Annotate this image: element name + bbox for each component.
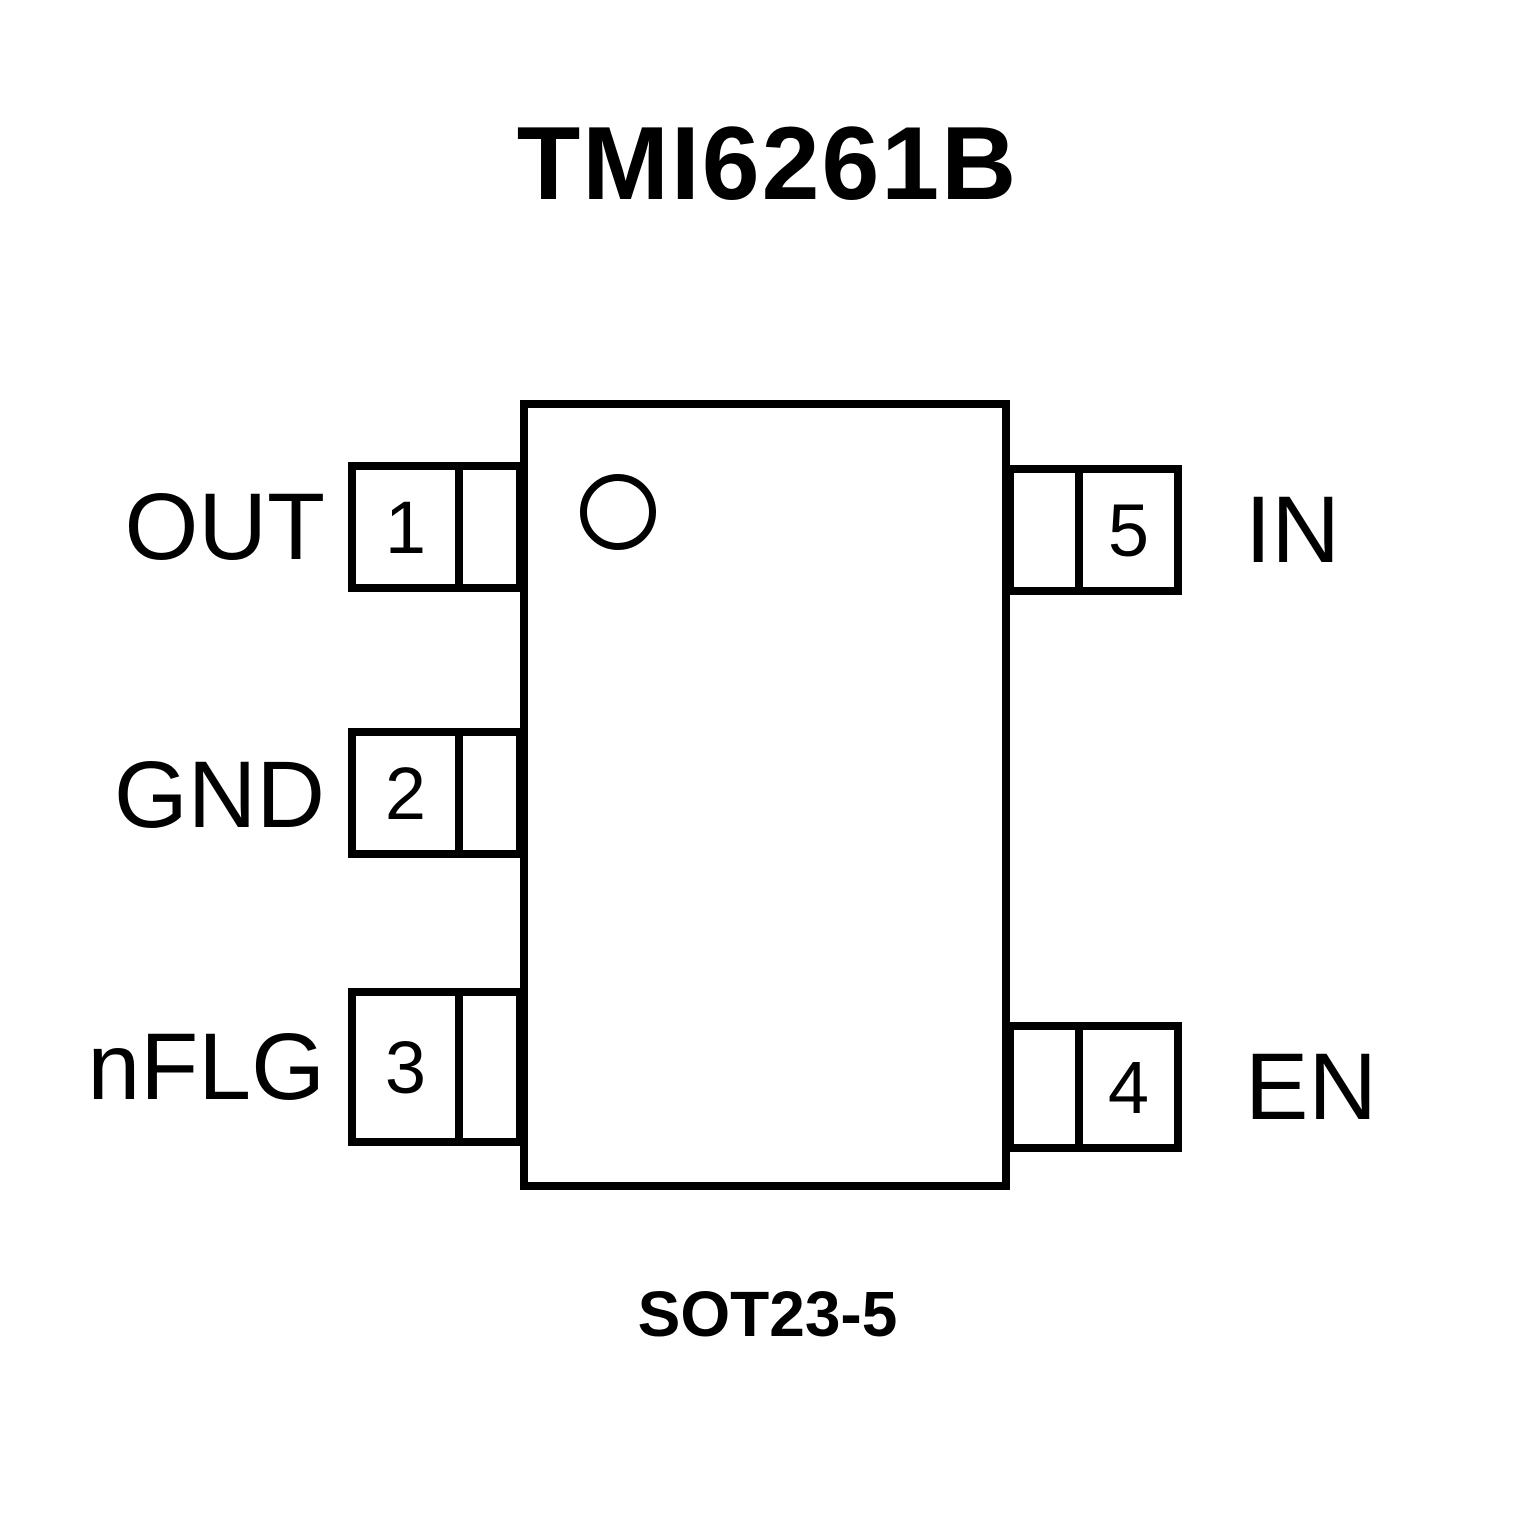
pin1-indicator-circle — [580, 474, 656, 550]
pin-label-nflg: nFLG — [87, 1014, 325, 1120]
pin-label-en: EN — [1245, 1034, 1377, 1140]
pin-4-pad — [1014, 1030, 1083, 1144]
pin-4-number: 4 — [1107, 1045, 1150, 1129]
pin-3-pad — [463, 996, 516, 1138]
pin-2: 2 — [348, 728, 524, 858]
pin-1-number: 1 — [356, 470, 463, 584]
pin-5-pad — [1014, 473, 1083, 587]
pin-3-number: 3 — [356, 996, 463, 1138]
pin-label-in: IN — [1245, 477, 1340, 583]
pin-5: 5 — [1006, 465, 1182, 595]
pin-label-gnd: GND — [113, 742, 325, 848]
pin-label-out: OUT — [124, 474, 325, 580]
pin-2-pad — [463, 736, 516, 850]
pin-5-number: 5 — [1107, 488, 1150, 572]
pin-1: 1 — [348, 462, 524, 592]
chip-body — [520, 400, 1010, 1190]
pin-4: 4 — [1006, 1022, 1182, 1152]
chip-title: TMI6261B — [516, 106, 1019, 222]
package-name: SOT23-5 — [637, 1278, 898, 1350]
pin-1-pad — [463, 470, 516, 584]
pin-3: 3 — [348, 988, 524, 1146]
pin-2-number: 2 — [356, 736, 463, 850]
